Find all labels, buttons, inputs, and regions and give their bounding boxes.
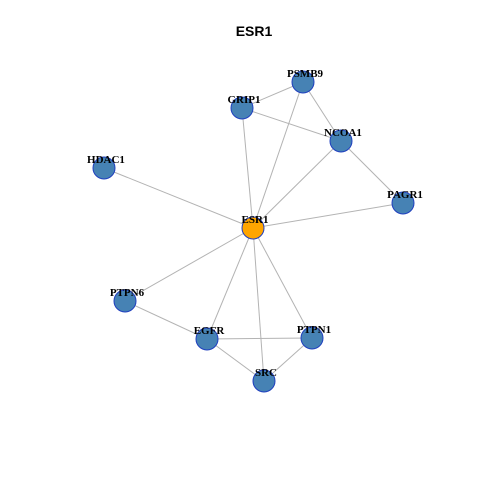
- edge-ptpn6-egfr: [124, 300, 208, 340]
- node-label-psmb9: PSMB9: [287, 68, 324, 80]
- edge-pagr1-esr1: [252, 202, 404, 229]
- node-label-esr1: ESR1: [242, 214, 269, 226]
- node-circle-esr1[interactable]: [241, 216, 265, 240]
- node-psmb9[interactable]: PSMB9: [287, 68, 324, 94]
- node-circle-ptpn1[interactable]: [300, 326, 324, 350]
- edge-esr1-egfr: [206, 227, 254, 340]
- node-pagr1[interactable]: PAGR1: [387, 189, 423, 215]
- edge-esr1-ptpn1: [252, 227, 313, 339]
- node-egfr[interactable]: EGFR: [194, 325, 226, 351]
- node-label-src: SRC: [255, 367, 277, 379]
- node-label-grip1: GRIP1: [228, 94, 261, 106]
- node-src[interactable]: SRC: [252, 367, 277, 393]
- edge-layer: [103, 81, 404, 382]
- node-ptpn1[interactable]: PTPN1: [297, 324, 331, 350]
- edge-grip1-ncoa1: [241, 107, 342, 142]
- node-label-ncoa1: NCOA1: [324, 127, 362, 139]
- node-grip1[interactable]: GRIP1: [228, 94, 261, 120]
- node-circle-ncoa1[interactable]: [329, 129, 353, 153]
- node-circle-pagr1[interactable]: [391, 191, 415, 215]
- edge-psmb9-ncoa1: [302, 81, 342, 142]
- edge-hdac1-esr1: [103, 167, 254, 229]
- edge-ncoa1-esr1: [252, 140, 342, 229]
- node-circle-grip1[interactable]: [230, 96, 254, 120]
- node-label-hdac1: HDAC1: [87, 154, 125, 166]
- node-esr1[interactable]: ESR1: [241, 214, 269, 240]
- node-label-egfr: EGFR: [194, 325, 226, 337]
- node-circle-src[interactable]: [252, 369, 276, 393]
- node-circle-psmb9[interactable]: [291, 70, 315, 94]
- node-label-ptpn6: PTPN6: [110, 287, 145, 299]
- diagram-title: ESR1: [236, 23, 273, 39]
- node-ncoa1[interactable]: NCOA1: [324, 127, 362, 153]
- edge-psmb9-esr1: [252, 81, 304, 229]
- node-circle-hdac1[interactable]: [92, 156, 116, 180]
- edge-egfr-src: [206, 338, 265, 382]
- node-label-pagr1: PAGR1: [387, 189, 423, 201]
- node-circle-ptpn6[interactable]: [113, 289, 137, 313]
- node-label-ptpn1: PTPN1: [297, 324, 331, 336]
- edge-esr1-ptpn6: [124, 227, 254, 302]
- node-ptpn6[interactable]: PTPN6: [110, 287, 145, 313]
- edge-esr1-src: [252, 227, 265, 382]
- node-hdac1[interactable]: HDAC1: [87, 154, 125, 180]
- edge-grip1-esr1: [241, 107, 254, 229]
- node-circle-egfr[interactable]: [195, 327, 219, 351]
- edge-egfr-ptpn1: [206, 337, 313, 340]
- edge-ncoa1-pagr1: [340, 140, 404, 204]
